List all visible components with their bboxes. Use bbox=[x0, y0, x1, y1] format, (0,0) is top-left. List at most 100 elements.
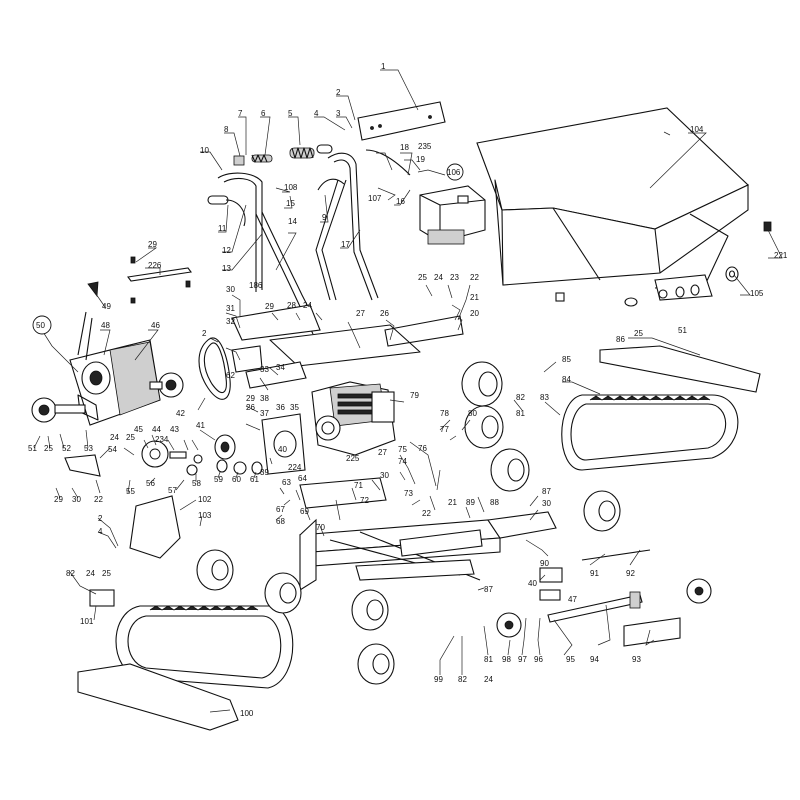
label-106: 106 bbox=[447, 168, 461, 177]
label-98: 98 bbox=[502, 655, 511, 664]
label-102: 102 bbox=[198, 495, 212, 504]
label-20: 20 bbox=[470, 309, 479, 318]
label-49: 49 bbox=[102, 302, 111, 311]
label-19: 19 bbox=[416, 155, 425, 164]
handlebar-assembly bbox=[207, 144, 411, 335]
transmission-callout-circle bbox=[32, 315, 52, 335]
label-224: 224 bbox=[288, 463, 302, 472]
label-72: 72 bbox=[360, 496, 369, 505]
label-13: 13 bbox=[222, 264, 231, 273]
label-61: 61 bbox=[250, 475, 259, 484]
label-70: 70 bbox=[316, 523, 325, 532]
label-53: 53 bbox=[84, 444, 93, 453]
label-46: 46 bbox=[151, 321, 160, 330]
left-track bbox=[77, 605, 294, 731]
label-91: 91 bbox=[590, 569, 599, 578]
label-76: 76 bbox=[418, 444, 427, 453]
label-59: 59 bbox=[214, 475, 223, 484]
label-101: 101 bbox=[80, 617, 94, 626]
fuel-tank bbox=[419, 185, 486, 245]
label-24-a: 24 bbox=[303, 301, 312, 310]
label-60: 60 bbox=[232, 475, 241, 484]
label-31: 31 bbox=[226, 304, 235, 313]
label-68: 68 bbox=[276, 517, 285, 526]
label-94: 94 bbox=[590, 655, 599, 664]
label-55: 55 bbox=[126, 487, 135, 496]
label-52: 52 bbox=[62, 444, 71, 453]
label-24-c: 24 bbox=[110, 433, 119, 442]
label-10: 10 bbox=[200, 146, 209, 155]
label-39: 39 bbox=[260, 468, 269, 477]
clutch-pulley bbox=[141, 434, 263, 476]
leader-lines bbox=[33, 69, 783, 713]
label-48: 48 bbox=[101, 321, 110, 330]
label-47: 47 bbox=[568, 595, 577, 604]
label-26-b: 26 bbox=[246, 403, 255, 412]
label-75: 75 bbox=[398, 445, 407, 454]
label-5: 5 bbox=[288, 109, 293, 118]
label-234: 234 bbox=[155, 435, 169, 444]
label-14: 14 bbox=[288, 217, 297, 226]
label-30-c: 30 bbox=[380, 471, 389, 480]
label-58: 58 bbox=[192, 479, 201, 488]
label-40-a: 40 bbox=[278, 445, 287, 454]
road-wheels bbox=[196, 361, 621, 685]
label-24-b: 24 bbox=[434, 273, 443, 282]
label-226: 226 bbox=[148, 261, 162, 270]
label-103: 103 bbox=[198, 511, 212, 520]
label-38: 38 bbox=[260, 394, 269, 403]
label-86: 86 bbox=[616, 335, 625, 344]
label-29-d: 29 bbox=[54, 495, 63, 504]
label-92: 92 bbox=[626, 569, 635, 578]
small-brackets bbox=[87, 256, 192, 304]
label-25-a: 25 bbox=[418, 273, 427, 282]
label-56: 56 bbox=[146, 479, 155, 488]
spring-parts bbox=[233, 147, 315, 166]
label-81-b: 81 bbox=[484, 655, 493, 664]
label-36: 36 bbox=[276, 403, 285, 412]
part-labels: 1 2 3 4 5 6 7 8 10 104 18 235 19 16 107 … bbox=[28, 62, 788, 718]
label-25-d: 25 bbox=[634, 329, 643, 338]
right-track bbox=[561, 345, 761, 471]
label-83: 83 bbox=[540, 393, 549, 402]
label-34: 34 bbox=[276, 363, 285, 372]
label-16: 16 bbox=[396, 197, 405, 206]
label-87-a: 87 bbox=[542, 487, 551, 496]
label-45: 45 bbox=[134, 425, 143, 434]
label-105: 105 bbox=[750, 289, 764, 298]
engine-bracket bbox=[261, 413, 306, 475]
label-21-b: 21 bbox=[448, 498, 457, 507]
label-99: 99 bbox=[434, 675, 443, 684]
label-62: 62 bbox=[226, 371, 235, 380]
label-4: 4 bbox=[314, 109, 319, 118]
label-29-b: 29 bbox=[265, 302, 274, 311]
label-21-a: 21 bbox=[470, 293, 479, 302]
label-35: 35 bbox=[290, 403, 299, 412]
label-89: 89 bbox=[466, 498, 475, 507]
label-51-b: 51 bbox=[678, 326, 687, 335]
dump-bucket bbox=[476, 107, 772, 307]
label-51-a: 51 bbox=[28, 444, 37, 453]
label-25-b: 25 bbox=[126, 433, 135, 442]
label-54: 54 bbox=[108, 445, 117, 454]
label-97: 97 bbox=[518, 655, 527, 664]
label-42: 42 bbox=[176, 409, 185, 418]
label-3: 3 bbox=[336, 109, 341, 118]
label-1: 1 bbox=[381, 62, 386, 71]
label-63: 63 bbox=[282, 478, 291, 487]
label-77: 77 bbox=[440, 425, 449, 434]
chassis-frame bbox=[298, 477, 557, 591]
label-82-c: 82 bbox=[66, 569, 75, 578]
label-7: 7 bbox=[238, 109, 243, 118]
label-40-b: 40 bbox=[528, 579, 537, 588]
label-25-e: 25 bbox=[102, 569, 111, 578]
label-22-a: 22 bbox=[470, 273, 479, 282]
label-22-c: 22 bbox=[422, 509, 431, 518]
label-32: 32 bbox=[226, 317, 235, 326]
label-87-b: 87 bbox=[484, 585, 493, 594]
label-22-b: 22 bbox=[94, 495, 103, 504]
label-18: 18 bbox=[400, 143, 409, 152]
label-30-b: 30 bbox=[72, 495, 81, 504]
label-186: 186 bbox=[249, 281, 263, 290]
